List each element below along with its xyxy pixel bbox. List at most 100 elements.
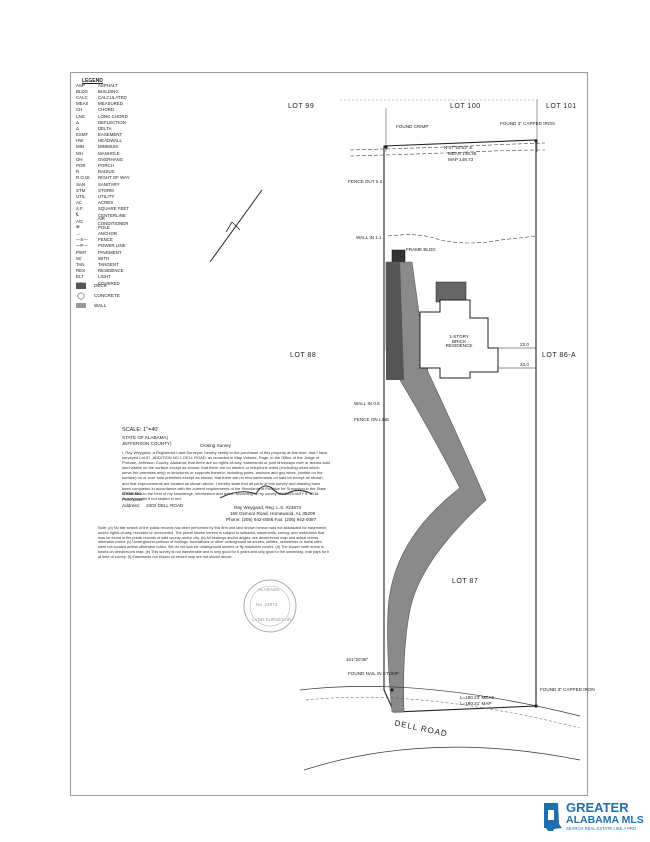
road-edge-south xyxy=(303,746,581,771)
surveyor-signature xyxy=(219,485,313,499)
legend-meaning: SQUARE FEET xyxy=(98,206,129,212)
legend-abbr: Δ xyxy=(76,119,79,125)
surveyor-seal xyxy=(243,579,297,633)
legend-abbr: Δ xyxy=(76,125,79,131)
found-capped-iron-2-label: FOUND 3" CAPPED IRON xyxy=(540,687,595,692)
north-bearing-label: N 47°52'53" E xyxy=(444,145,473,150)
frame-bldg-label: FRAME BLDG xyxy=(406,247,436,252)
legend-meaning: LONG CHORD xyxy=(98,113,128,119)
legend-meaning: HEADWALL xyxy=(98,138,122,144)
deck-legend-swatch xyxy=(76,283,86,289)
setback-bottom-label: 23.0 xyxy=(520,362,529,367)
found-nail-label: FOUND NAIL IN STUMP xyxy=(348,671,399,676)
legend-row: Δ DELTA xyxy=(76,125,136,131)
seal-top: ALABAMA xyxy=(258,587,280,592)
legend-row: ⊕ POLE xyxy=(76,224,136,230)
address-value: 2303 DELL ROAD xyxy=(146,503,184,508)
legend-abbr: ⊕ xyxy=(76,224,80,230)
legend-meaning: CENTERLINE xyxy=(98,212,126,218)
road-edge-north xyxy=(299,686,581,717)
found-crimp-label: FOUND CRIMP xyxy=(396,124,429,129)
deck xyxy=(435,281,467,303)
legend-meaning: CALCULATED xyxy=(98,94,127,100)
lot-86a-label: LOT 86-A xyxy=(542,352,577,359)
wall-legend-swatch xyxy=(76,303,86,308)
fence-line-top-2 xyxy=(349,149,546,157)
county-label: JEFFERSON COUNTY) xyxy=(122,441,172,446)
legend-abbr: TAN xyxy=(76,262,85,268)
lot-88-label: LOT 88 xyxy=(290,352,317,359)
iron-pin-icon-3 xyxy=(534,704,538,708)
north-arrow-icon xyxy=(209,189,263,263)
wall-in-06-label: WALL IN 0.6 xyxy=(354,401,380,406)
legend-abbr: CH xyxy=(76,107,83,113)
legend-abbr: STM xyxy=(76,187,86,193)
iron-pin-icon-2 xyxy=(534,139,538,143)
certification-text: I, Ray Weygand, a Registered Land Survey… xyxy=(122,450,330,501)
order-no-label: Order No.: xyxy=(122,491,144,496)
legend-meaning: MINIMUM xyxy=(98,144,118,150)
fence-line-top xyxy=(349,142,546,151)
map-top-label: MAP 148.73 xyxy=(448,157,474,162)
legend-meaning: PORCH xyxy=(98,163,114,169)
legend-abbr: HW xyxy=(76,138,84,144)
logo-line-2: ALABAMA MLS xyxy=(566,814,644,826)
legend-meaning: OVERHANG xyxy=(98,156,124,162)
legend-abbr: CALC xyxy=(76,94,88,100)
lot-87-boundary xyxy=(383,139,537,713)
address-label: Address: xyxy=(122,503,141,508)
legend-abbr: ℄ xyxy=(76,212,79,218)
legend-meaning: CHORD xyxy=(98,107,115,113)
legend-meaning: POWER LINE xyxy=(98,243,126,249)
legend-abbr: SAN xyxy=(76,181,86,187)
seal-bottom: LAND SURVEYOR xyxy=(252,617,292,622)
legend-row: CALC CALCULATED xyxy=(76,94,136,100)
fence-on-line-label: FENCE ON LINE xyxy=(354,417,390,422)
legend-abbr: AC xyxy=(76,200,83,206)
legend-meaning: WITH xyxy=(98,255,110,261)
nail-pin-icon xyxy=(390,688,394,692)
meas-bottom-label: L=180.23' MEAS xyxy=(460,695,495,700)
legend-meaning: MANHOLE xyxy=(98,150,120,156)
legend-abbr: W/ xyxy=(76,255,82,261)
legend-meaning: DELTA xyxy=(98,125,112,131)
state-label: STATE OF ALABAMA) xyxy=(122,435,169,440)
concrete-pad xyxy=(386,262,404,380)
legend-meaning: SANITARY xyxy=(98,181,120,187)
legend-abbr: LNG xyxy=(76,113,86,119)
legend-row: ℄ CENTERLINE xyxy=(76,212,136,218)
lot-101-label: LOT 101 xyxy=(546,103,577,110)
legend-meaning: RESIDENCE xyxy=(98,268,124,274)
logo-tagline: SEARCH REAL ESTATE LIKE A PRO xyxy=(566,826,637,831)
legend-meaning: POLE xyxy=(98,224,110,230)
legend-row: →ANCHOR xyxy=(76,231,136,237)
survey-sheet xyxy=(70,72,588,796)
driveway xyxy=(385,261,487,713)
legend-meaning: LIGHT xyxy=(98,274,111,280)
lot-87-label: LOT 87 xyxy=(452,578,479,585)
legend-abbr: → xyxy=(76,231,81,237)
concrete-legend-swatch xyxy=(77,292,85,300)
legend-meaning: DEFLECTION xyxy=(98,119,126,125)
fence-line-middle xyxy=(387,234,537,244)
fence-out-label: FENCE OUT 0.2 xyxy=(348,179,383,184)
legend-title: LEGEND xyxy=(82,78,103,84)
purchaser-label: Purchaser: xyxy=(122,497,145,502)
legend-meaning: ASPHALT xyxy=(98,82,118,88)
wall-in-11-label: WALL IN 1.1 xyxy=(356,235,382,240)
legend-meaning: COVERED xyxy=(98,280,120,286)
legend-row: LNG LONG CHORD xyxy=(76,113,136,119)
